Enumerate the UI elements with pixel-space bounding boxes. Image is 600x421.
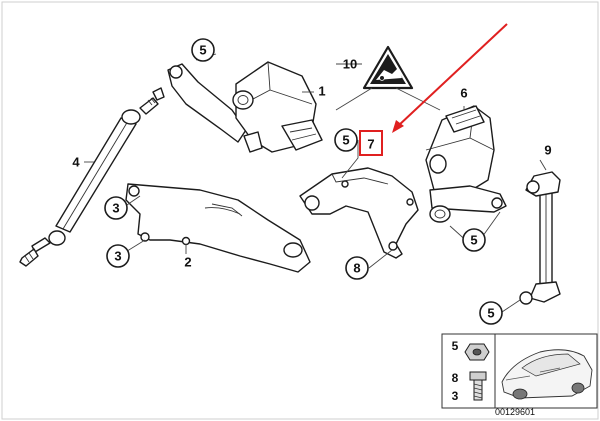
inset-label-5: 5 xyxy=(452,339,459,353)
inset-panel: 5 8 3 00129601 xyxy=(441,333,598,417)
callout-5-right: 5 xyxy=(462,228,486,252)
bolt-icon xyxy=(469,371,487,401)
part-2-bracket xyxy=(125,183,311,273)
callout-10: 10 xyxy=(343,57,357,72)
part-4-connecting-rod xyxy=(19,87,165,267)
part-1-level-sensor xyxy=(167,61,323,153)
callout-3-lower: 3 xyxy=(106,244,130,268)
car-location-icon xyxy=(501,349,593,400)
svg-text:5: 5 xyxy=(487,306,494,321)
part-10-warning-triangle xyxy=(362,45,414,90)
callout-2: 2 xyxy=(184,255,191,270)
callout-4: 4 xyxy=(72,155,80,170)
svg-text:5: 5 xyxy=(342,133,349,148)
callout-9: 9 xyxy=(544,143,551,158)
svg-text:5: 5 xyxy=(470,233,477,248)
svg-text:3: 3 xyxy=(112,201,119,216)
callout-5-top: 5 xyxy=(191,38,215,62)
callout-7: 7 xyxy=(367,137,374,152)
svg-text:3: 3 xyxy=(114,249,121,264)
inset-label-3: 3 xyxy=(452,389,459,403)
inset-label-8: 8 xyxy=(452,371,459,385)
nut-icon xyxy=(464,343,490,361)
part-9-link-rod xyxy=(519,171,561,305)
callout-1: 1 xyxy=(318,84,325,99)
highlight-annotation xyxy=(359,23,508,156)
callout-5-mid: 5 xyxy=(334,128,358,152)
part-7-highlight-box xyxy=(359,130,383,156)
callout-5-bottom: 5 xyxy=(479,301,503,325)
callout-3-upper: 3 xyxy=(104,196,128,220)
part-6-rear-level-sensor xyxy=(425,105,507,223)
part-7-sensor-bracket xyxy=(299,167,419,259)
svg-text:8: 8 xyxy=(353,261,360,276)
callout-6: 6 xyxy=(460,86,467,101)
diagram-code: 00129601 xyxy=(495,407,535,417)
svg-text:5: 5 xyxy=(199,43,206,58)
callout-8: 8 xyxy=(345,256,369,280)
